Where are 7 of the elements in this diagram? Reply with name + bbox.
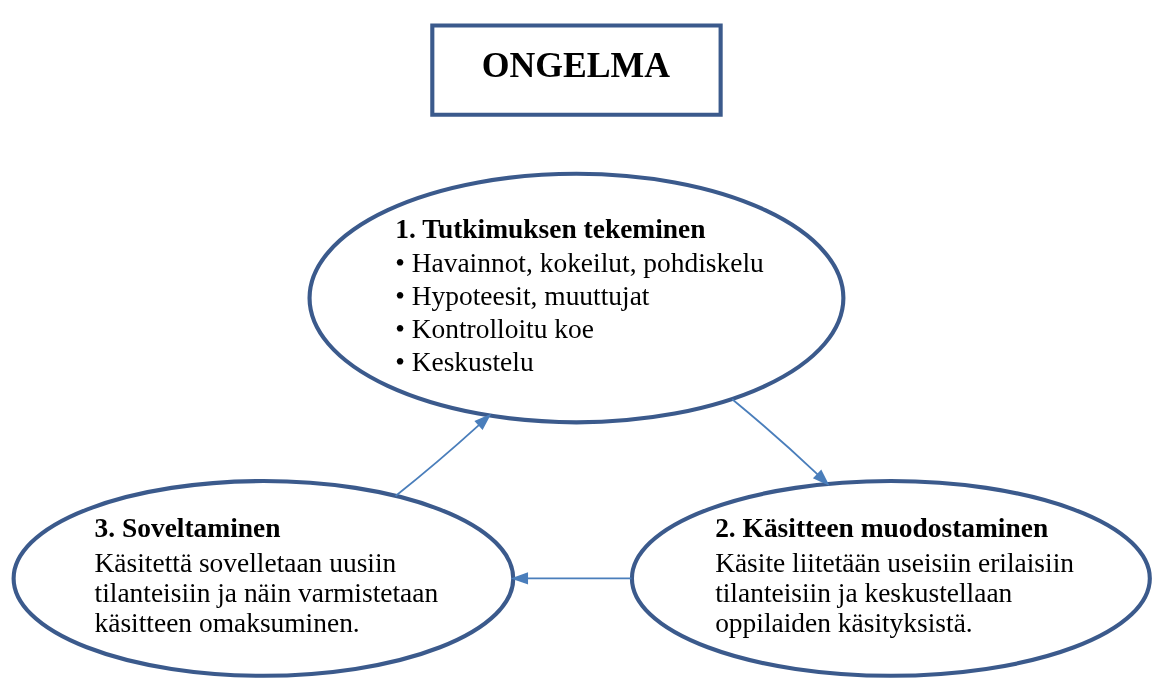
node-ellipse: 2. Käsitteen muodostaminen Käsite liitetään useisiin erilaisiin tilanteisiin ja keskustellaan oppilaiden käsityksistä. [629,478,1152,678]
arrow [731,397,830,486]
node-ellipse: 1. Tutkimuksen tekeminen • Havainnot, kokeilut, pohdiskelu • Hypoteesit, muuttujat • Kontrolloitu koe • Keskustelu [307,171,846,424]
arrow [394,413,492,497]
arrow [510,571,633,584]
node-box: ONGELMA [430,22,723,117]
node-ellipse: 3. Soveltaminen Käsitettä sovelletaan uusiin tilanteisiin ja näin varmistetaan käsitteen omaksuminen. [11,478,516,678]
